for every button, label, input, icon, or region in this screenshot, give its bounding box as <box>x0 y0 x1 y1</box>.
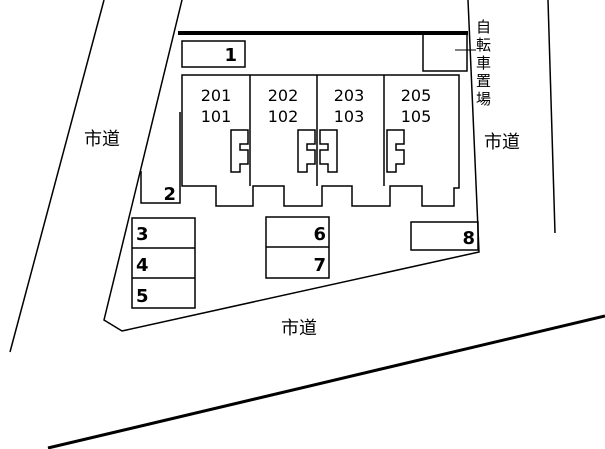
unit-label-lower: 103 <box>334 107 365 126</box>
unit-labels: 201 101 202 102 203 103 205 105 <box>201 86 432 126</box>
bicycle-parking-char: 置 <box>476 72 491 90</box>
stair-unit-203 <box>319 129 338 173</box>
right-road-edge <box>547 0 556 234</box>
unit-label-upper: 201 <box>201 86 232 105</box>
stair-unit-202 <box>297 129 316 173</box>
left-road-edge <box>9 0 105 353</box>
parking-slot-1-box <box>181 40 246 68</box>
bicycle-parking: 自 転 車 置 場 <box>422 18 491 108</box>
road-label-left: 市道 <box>84 129 120 150</box>
road-label-right: 市道 <box>484 132 520 153</box>
parking-slot-label: 2 <box>163 184 176 205</box>
parking-slot-label: 3 <box>136 224 149 245</box>
bicycle-parking-char: 場 <box>476 90 491 108</box>
parking-slots-3-5-box <box>131 217 196 309</box>
unit-label-lower: 105 <box>401 107 432 126</box>
parking-slot-8-box <box>410 221 479 251</box>
site-outline <box>103 0 480 332</box>
parking-slot-label: 5 <box>136 286 149 307</box>
parking-slots <box>131 40 479 309</box>
unit-label-upper: 205 <box>401 86 432 105</box>
bicycle-parking-char: 自 <box>476 18 491 36</box>
unit-label-lower: 101 <box>201 107 232 126</box>
road-labels: 市道 市道 市道 <box>84 129 520 339</box>
parking-slot-label: 8 <box>462 228 475 249</box>
stair-unit-201 <box>230 129 249 173</box>
site-boundary <box>103 0 480 332</box>
bicycle-parking-box <box>422 32 468 72</box>
parking-slot-label: 6 <box>313 224 326 245</box>
parking-slot-label: 7 <box>313 255 326 276</box>
unit-label-upper: 203 <box>334 86 365 105</box>
bottom-road-edge <box>47 314 605 449</box>
unit-label-lower: 102 <box>268 107 299 126</box>
unit-label-upper: 202 <box>268 86 299 105</box>
road-label-bottom: 市道 <box>281 318 317 339</box>
parking-slot-2-box <box>140 112 181 204</box>
parking-slot-label: 1 <box>224 45 237 66</box>
stair-unit-205 <box>386 129 405 173</box>
road-edges <box>9 0 605 449</box>
parking-labels: 1 2 3 4 5 6 7 8 <box>136 45 475 307</box>
building-outline <box>181 74 460 207</box>
bicycle-parking-char: 車 <box>476 54 491 72</box>
parking-slot-label: 4 <box>136 255 149 276</box>
apartment-building <box>181 74 460 207</box>
bicycle-parking-char: 転 <box>476 36 491 54</box>
